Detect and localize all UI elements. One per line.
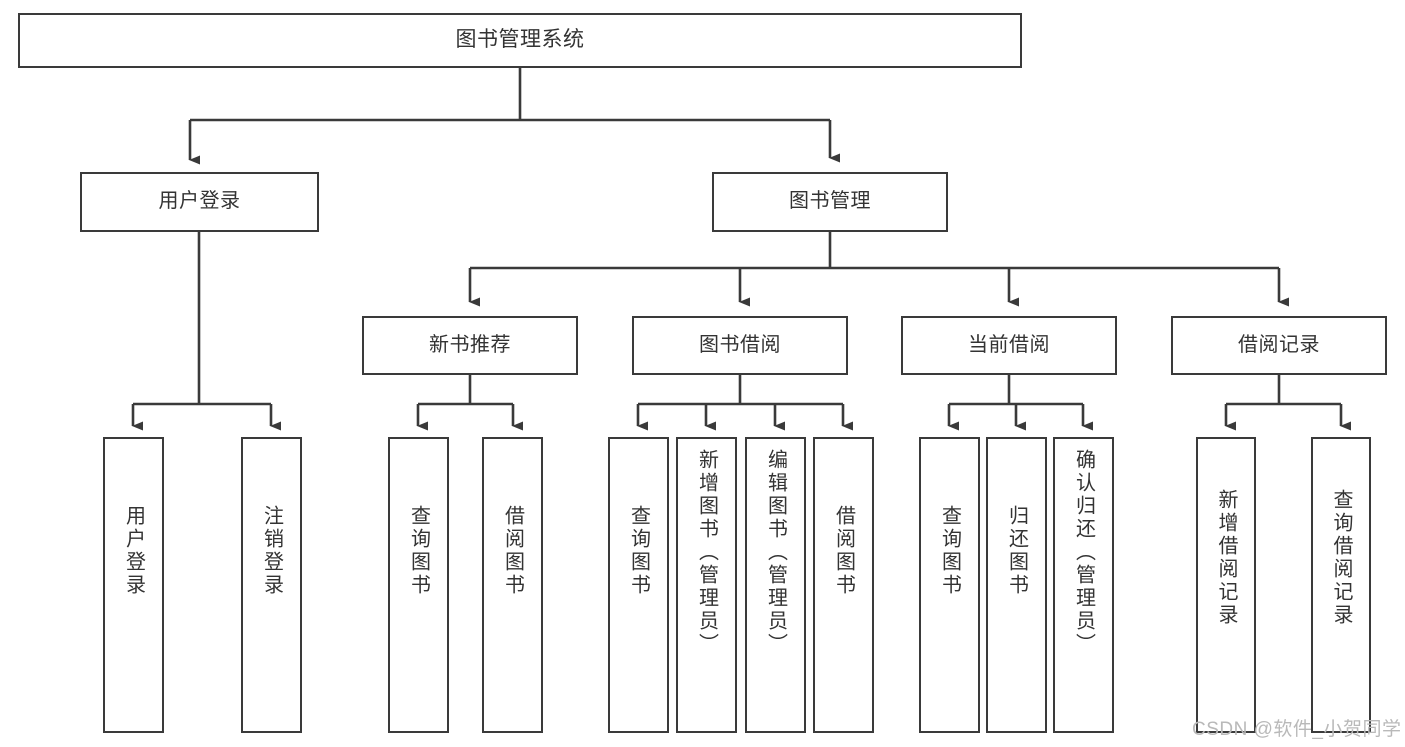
node-label: 用户登录 bbox=[122, 505, 145, 597]
edges-newbook-to-leaves bbox=[416, 375, 523, 431]
node-label: 新增借阅记录 bbox=[1215, 489, 1237, 627]
node-label: 用户登录 bbox=[158, 190, 241, 213]
node-label: 查询图书 bbox=[627, 505, 650, 597]
node-leaf-user-login[interactable]: 用户登录 bbox=[103, 437, 164, 733]
node-label: 确认归还（管理员） bbox=[1072, 449, 1095, 656]
node-label: 编辑图书（管理员） bbox=[764, 449, 787, 656]
node-current-borrowing[interactable]: 当前借阅 bbox=[901, 316, 1117, 375]
node-leaf-query-book-recommend[interactable]: 查询图书 bbox=[388, 437, 449, 733]
edges-borrowrecord-to-leaves bbox=[1224, 375, 1351, 431]
edges-currentborrow-to-leaves bbox=[947, 375, 1093, 431]
node-leaf-query-book-borrow[interactable]: 查询图书 bbox=[608, 437, 669, 733]
node-leaf-logout[interactable]: 注销登录 bbox=[241, 437, 302, 733]
node-label: 查询图书 bbox=[407, 505, 430, 597]
node-leaf-borrow-book-recommend[interactable]: 借阅图书 bbox=[482, 437, 543, 733]
node-label: 查询借阅记录 bbox=[1330, 489, 1352, 627]
node-label: 新书推荐 bbox=[429, 333, 511, 356]
edges-bookmanage-to-level3 bbox=[468, 232, 1289, 307]
node-user-login[interactable]: 用户登录 bbox=[80, 172, 319, 232]
node-label: 新增图书（管理员） bbox=[695, 449, 718, 656]
edges-bookborrow-to-leaves bbox=[636, 375, 853, 431]
node-borrowing-records[interactable]: 借阅记录 bbox=[1171, 316, 1387, 375]
node-book-borrowing[interactable]: 图书借阅 bbox=[632, 316, 848, 375]
node-label: 借阅图书 bbox=[501, 505, 524, 597]
node-label: 借阅图书 bbox=[832, 505, 855, 597]
node-label: 借阅记录 bbox=[1238, 333, 1320, 356]
node-book-management[interactable]: 图书管理 bbox=[712, 172, 948, 232]
node-leaf-query-borrow-record[interactable]: 查询借阅记录 bbox=[1311, 437, 1371, 733]
node-label: 图书借阅 bbox=[699, 333, 781, 356]
node-label: 注销登录 bbox=[260, 505, 283, 597]
node-leaf-confirm-return-admin[interactable]: 确认归还（管理员） bbox=[1053, 437, 1114, 733]
node-leaf-query-book-current[interactable]: 查询图书 bbox=[919, 437, 980, 733]
node-new-book-recommendation[interactable]: 新书推荐 bbox=[362, 316, 578, 375]
node-leaf-edit-book-admin[interactable]: 编辑图书（管理员） bbox=[745, 437, 806, 733]
node-label: 当前借阅 bbox=[968, 333, 1050, 356]
csdn-watermark: CSDN @软件_小贺同学 bbox=[1192, 719, 1402, 740]
node-root-book-management-system[interactable]: 图书管理系统 bbox=[18, 13, 1022, 68]
node-leaf-add-borrow-record[interactable]: 新增借阅记录 bbox=[1196, 437, 1256, 733]
node-leaf-borrow-book[interactable]: 借阅图书 bbox=[813, 437, 874, 733]
edges-userlogin-to-leaves bbox=[131, 232, 281, 431]
node-label: 归还图书 bbox=[1005, 505, 1028, 597]
node-label: 图书管理系统 bbox=[455, 28, 585, 52]
node-label: 图书管理 bbox=[789, 190, 871, 213]
edges-root-to-level2 bbox=[188, 68, 840, 165]
node-leaf-add-book-admin[interactable]: 新增图书（管理员） bbox=[676, 437, 737, 733]
node-leaf-return-book[interactable]: 归还图书 bbox=[986, 437, 1047, 733]
node-label: 查询图书 bbox=[938, 505, 961, 597]
